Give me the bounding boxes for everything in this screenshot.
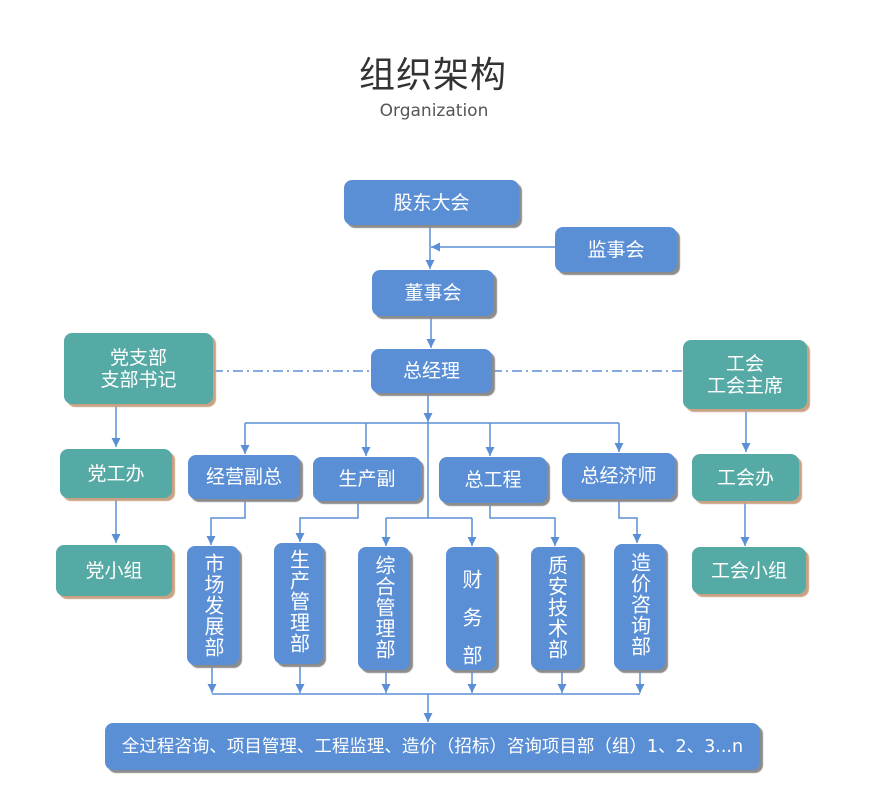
node-label: 股东大会 bbox=[393, 191, 470, 214]
node-label: 总工程 bbox=[464, 469, 522, 491]
node-supervisory-board[interactable]: 监事会 bbox=[555, 227, 677, 272]
node-deputy-business[interactable]: 经营副总 bbox=[188, 455, 300, 499]
node-label: 总经理 bbox=[402, 360, 460, 382]
node-label: 经营副总 bbox=[205, 466, 282, 488]
node-label: 综合管理部 bbox=[372, 555, 396, 660]
node-label: 工会小组 bbox=[710, 559, 787, 582]
node-label: 全过程咨询、项目管理、工程监理、造价（招标）咨询项目部（组）1、2、3...n bbox=[121, 736, 744, 757]
node-dept-production-management[interactable]: 生产管理部 bbox=[274, 543, 323, 664]
node-label-line2: 支部书记 bbox=[100, 368, 177, 391]
node-labor-union[interactable]: 工会 工会主席 bbox=[683, 340, 807, 409]
node-label: 生产副 bbox=[338, 468, 396, 490]
node-label: 质安技术部 bbox=[544, 555, 569, 660]
node-label: 工会办 bbox=[716, 466, 774, 489]
node-chief-engineer[interactable]: 总工程 bbox=[439, 457, 547, 503]
node-label: 党工办 bbox=[87, 462, 145, 485]
node-label: 市场发展部 bbox=[201, 553, 225, 658]
node-label: 总经济师 bbox=[580, 465, 657, 487]
page-subtitle: Organization bbox=[379, 101, 489, 121]
connector-deputy3-to-dept5 bbox=[489, 503, 560, 546]
connector-deputy1-to-dept1 bbox=[206, 499, 246, 545]
node-dept-general-management[interactable]: 综合管理部 bbox=[358, 547, 410, 670]
node-dept-cost-consulting[interactable]: 造价咨询部 bbox=[614, 544, 665, 670]
connector-deputy2-to-dept2 bbox=[295, 501, 359, 542]
node-party-group[interactable]: 党小组 bbox=[56, 545, 172, 596]
node-label: 监事会 bbox=[587, 238, 645, 261]
node-dept-quality-safety-technology[interactable]: 质安技术部 bbox=[531, 547, 582, 670]
node-label: 造价咨询部 bbox=[627, 552, 652, 657]
node-label: 党小组 bbox=[85, 559, 143, 582]
node-general-manager[interactable]: 总经理 bbox=[371, 349, 492, 393]
node-project-departments[interactable]: 全过程咨询、项目管理、工程监理、造价（招标）咨询项目部（组）1、2、3...n bbox=[105, 723, 760, 770]
node-label-line2: 工会主席 bbox=[706, 374, 783, 397]
connector-deputy4-to-dept6 bbox=[618, 499, 642, 543]
node-chief-economist[interactable]: 总经济师 bbox=[562, 453, 675, 499]
node-label: 董事会 bbox=[404, 282, 462, 304]
node-union-group[interactable]: 工会小组 bbox=[692, 547, 806, 594]
node-label-line1: 工会 bbox=[725, 352, 764, 375]
page-title: 组织架构 bbox=[358, 55, 507, 96]
node-dept-finance[interactable]: 财务部 bbox=[446, 547, 496, 683]
node-board-of-directors[interactable]: 董事会 bbox=[372, 270, 494, 316]
node-label-line1: 党支部 bbox=[109, 346, 167, 369]
node-party-office[interactable]: 党工办 bbox=[60, 449, 172, 498]
node-party-branch[interactable]: 党支部 支部书记 bbox=[64, 333, 213, 404]
node-label: 财务部 bbox=[459, 569, 483, 683]
node-shareholders-meeting[interactable]: 股东大会 bbox=[344, 180, 519, 225]
node-union-office[interactable]: 工会办 bbox=[692, 454, 799, 501]
node-dept-market-development[interactable]: 市场发展部 bbox=[187, 546, 239, 665]
node-deputy-production[interactable]: 生产副 bbox=[313, 457, 421, 501]
node-label: 生产管理部 bbox=[286, 549, 311, 654]
